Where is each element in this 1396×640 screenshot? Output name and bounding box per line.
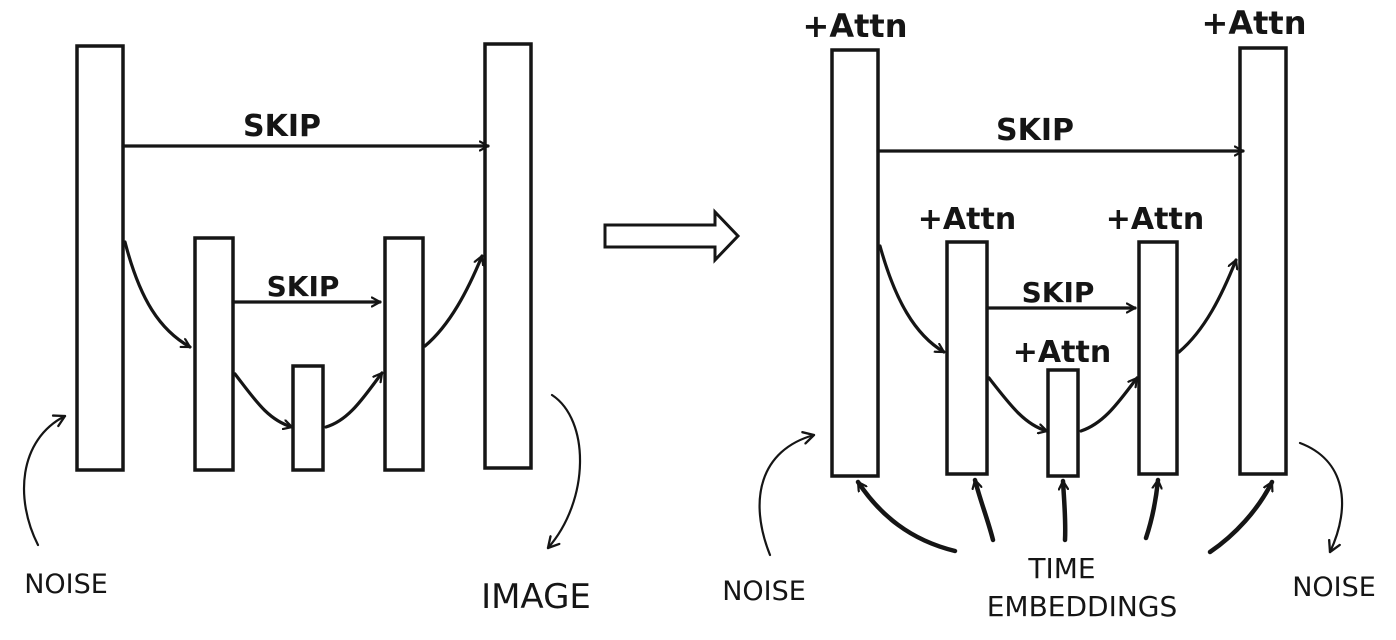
- left-down-arrow-2: [233, 372, 294, 427]
- time-embeddings-label-line2: EMBEDDINGS: [987, 590, 1178, 623]
- time-embedding-arrow-5: [1207, 479, 1275, 555]
- right-skip-label-top: SKIP: [996, 113, 1074, 148]
- right-attn-label-outer-right: +Attn: [1202, 4, 1307, 42]
- right-up-arrow-2: [1079, 376, 1139, 433]
- right-decoder-block-1: [1238, 46, 1288, 476]
- right-noise-input-pointer-arrow: [758, 431, 816, 557]
- right-bottleneck-block: [1046, 368, 1080, 478]
- left-skip-label-inner: SKIP: [267, 270, 340, 303]
- right-noise-output-pointer-arrow: [1298, 441, 1344, 554]
- right-attn-label-outer-left: +Attn: [803, 7, 908, 45]
- left-up-arrow-1: [423, 254, 482, 348]
- left-decoder-block-2: [383, 236, 425, 472]
- time-embeddings-label-line1: TIME: [1027, 552, 1095, 585]
- right-encoder-block-2: [945, 240, 989, 476]
- time-embedding-arrow-1: [855, 479, 958, 554]
- time-embedding-arrow-2: [975, 477, 996, 543]
- left-image-pointer-arrow: [546, 393, 582, 550]
- right-attn-label-mid-left: +Attn: [918, 202, 1016, 237]
- left-up-arrow-2: [324, 371, 384, 429]
- time-embedding-arrow-4: [1143, 477, 1158, 541]
- right-noise-output-label: NOISE: [1292, 572, 1376, 603]
- right-attn-label-bottom: +Attn: [1013, 335, 1111, 370]
- left-down-arrow-1: [123, 240, 192, 349]
- right-decoder-block-2: [1137, 240, 1179, 476]
- right-encoder-block-1: [830, 48, 880, 478]
- left-skip-label-top: SKIP: [243, 109, 321, 144]
- left-noise-pointer-arrow: [22, 414, 67, 547]
- left-decoder-block-1: [483, 42, 533, 470]
- left-encoder-block-2: [193, 236, 235, 472]
- time-embedding-arrow-3: [1063, 478, 1065, 543]
- transform-arrow: [603, 208, 741, 264]
- left-unet-diagram: SKIP SKIP NOISE IMAGE: [22, 42, 591, 617]
- left-encoder-block-1: [75, 44, 125, 472]
- right-skip-label-inner: SKIP: [1022, 276, 1095, 309]
- right-down-arrow-1: [878, 244, 946, 354]
- right-unet-diagram: +Attn +Attn +Attn +Attn +Attn SKIP SKIP …: [722, 4, 1376, 623]
- left-noise-label: NOISE: [24, 569, 108, 600]
- right-noise-input-label: NOISE: [722, 576, 806, 607]
- right-attn-label-mid-right: +Attn: [1106, 202, 1204, 237]
- left-bottleneck-block: [291, 364, 325, 472]
- right-down-arrow-2: [987, 376, 1049, 431]
- right-up-arrow-1: [1177, 258, 1236, 354]
- left-image-label: IMAGE: [481, 577, 591, 617]
